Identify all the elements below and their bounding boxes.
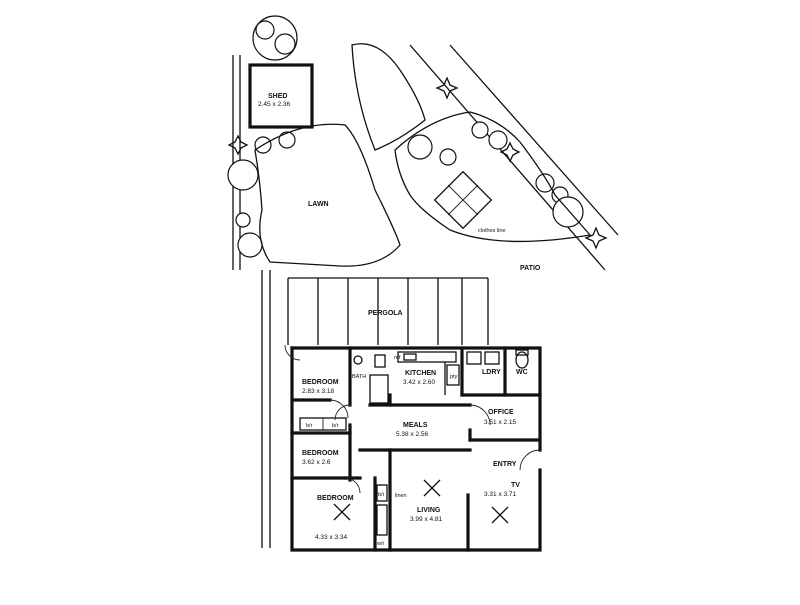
bedroom-1-label: BEDROOM [302, 379, 339, 386]
kitchen-dims: 3.42 x 2.60 [403, 379, 436, 386]
office-label: OFFICE [488, 409, 514, 416]
door-swings [284, 344, 541, 494]
living-label: LIVING [417, 507, 441, 514]
lawn-label: LAWN [308, 201, 329, 208]
kitchen-label: KITCHEN [405, 370, 436, 377]
bedroom-3-label: BEDROOM [317, 495, 354, 502]
bath-label: BATH [352, 374, 366, 380]
pantry-label: pty [450, 374, 458, 380]
meals-label: MEALS [403, 422, 428, 429]
bedroom-2-dims: 3.62 x 2.6 [302, 459, 331, 466]
ceiling-fans [333, 479, 509, 524]
linen-label: linen [395, 493, 407, 499]
tv-label: TV [511, 482, 520, 489]
kitchen-fixtures: ref pty [394, 351, 460, 395]
shed-label: SHED [268, 93, 287, 100]
pergola: PERGOLA [261, 270, 489, 548]
laundry-label: LDRY [482, 369, 501, 376]
garden-bed [351, 43, 592, 243]
property-boundary [232, 44, 619, 271]
house-walls [290, 346, 542, 552]
entry-label: ENTRY [493, 461, 517, 468]
office-dims: 3.51 x 2.15 [484, 419, 517, 426]
wir-label: w/r [376, 541, 385, 547]
room-labels: BEDROOM 2.83 x 3.18 BEDROOM 3.62 x 2.6 B… [302, 369, 528, 541]
lawn-area: LAWN [254, 123, 401, 267]
shed-dims: 2.45 x 2.36 [258, 101, 291, 108]
bathroom-fixtures [353, 354, 389, 404]
clothes-line: clothes line [433, 170, 506, 234]
bir-label-2: b/r [332, 423, 339, 429]
bir-label-3: b/r [378, 492, 385, 498]
clothes-line-label: clothes line [478, 228, 506, 234]
meals-dims: 5.38 x 2.56 [396, 431, 429, 438]
pergola-label: PERGOLA [368, 310, 403, 317]
tv-dims: 3.31 x 3.71 [484, 491, 517, 498]
bedroom-3-dims: 4.33 x 3.34 [315, 534, 348, 541]
shed: SHED 2.45 x 2.36 [248, 63, 314, 129]
bedroom-1-dims: 2.83 x 3.18 [302, 388, 335, 395]
fridge-label: ref [394, 355, 401, 361]
laundry-fixtures [466, 349, 529, 369]
bedroom-2-label: BEDROOM [302, 450, 339, 457]
shrubs [227, 76, 608, 250]
wc-label: WC [516, 369, 528, 376]
living-dims: 3.99 x 4.81 [410, 516, 443, 523]
built-in-robes: b/r b/r b/r linen w/r [299, 417, 407, 547]
trees [227, 15, 584, 258]
bir-label-1: b/r [306, 423, 313, 429]
patio-label: PATIO [520, 265, 541, 272]
